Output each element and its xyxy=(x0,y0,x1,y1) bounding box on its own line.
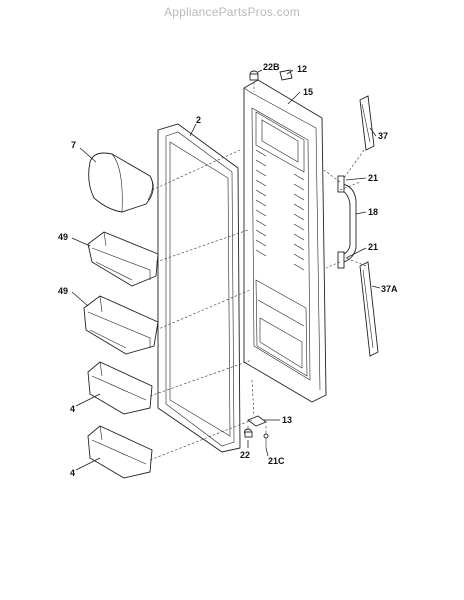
door-gasket[interactable] xyxy=(157,123,241,453)
callout-37: 37 xyxy=(378,131,388,141)
door-assembly[interactable] xyxy=(243,79,327,403)
callout-49-lower: 49 xyxy=(58,286,68,296)
handle-trim-lower[interactable] xyxy=(359,261,379,357)
bottom-hinge[interactable] xyxy=(247,415,267,427)
callout-13: 13 xyxy=(282,415,292,425)
callout-18: 18 xyxy=(368,207,378,217)
callout-22b: 22B xyxy=(263,62,280,72)
callout-7: 7 xyxy=(71,140,76,150)
door-handle[interactable] xyxy=(337,175,357,269)
assembly-lines xyxy=(149,82,367,461)
watermark: AppliancePartsPros.com xyxy=(164,5,300,19)
callout-4-upper: 4 xyxy=(70,404,75,414)
door-shelf-bin-3[interactable] xyxy=(87,361,153,415)
hinge-screw[interactable] xyxy=(263,433,269,448)
callout-21c: 21C xyxy=(268,456,285,466)
callout-37a: 37A xyxy=(381,284,398,294)
bottom-bushing[interactable] xyxy=(244,428,253,438)
top-hinge-bushing[interactable] xyxy=(249,70,259,81)
door-shelf-bin-1[interactable] xyxy=(87,231,159,287)
callout-21-upper: 21 xyxy=(368,173,378,183)
door-shelf-bin-4[interactable] xyxy=(87,425,153,479)
callout-4-lower: 4 xyxy=(70,468,75,478)
callout-12: 12 xyxy=(297,64,307,74)
door-shelf-bin-2[interactable] xyxy=(83,295,159,355)
callout-15: 15 xyxy=(303,87,313,97)
callout-labels: 2 7 49 49 4 4 22B 12 15 37 21 18 21 37A … xyxy=(58,62,398,478)
callout-49-upper: 49 xyxy=(58,232,68,242)
callout-2: 2 xyxy=(196,115,201,125)
dairy-bin-cover[interactable] xyxy=(88,152,154,213)
handle-trim-upper[interactable] xyxy=(359,95,375,151)
callout-22: 22 xyxy=(240,450,250,460)
leader-lines xyxy=(71,69,381,471)
callout-21-lower: 21 xyxy=(368,242,378,252)
